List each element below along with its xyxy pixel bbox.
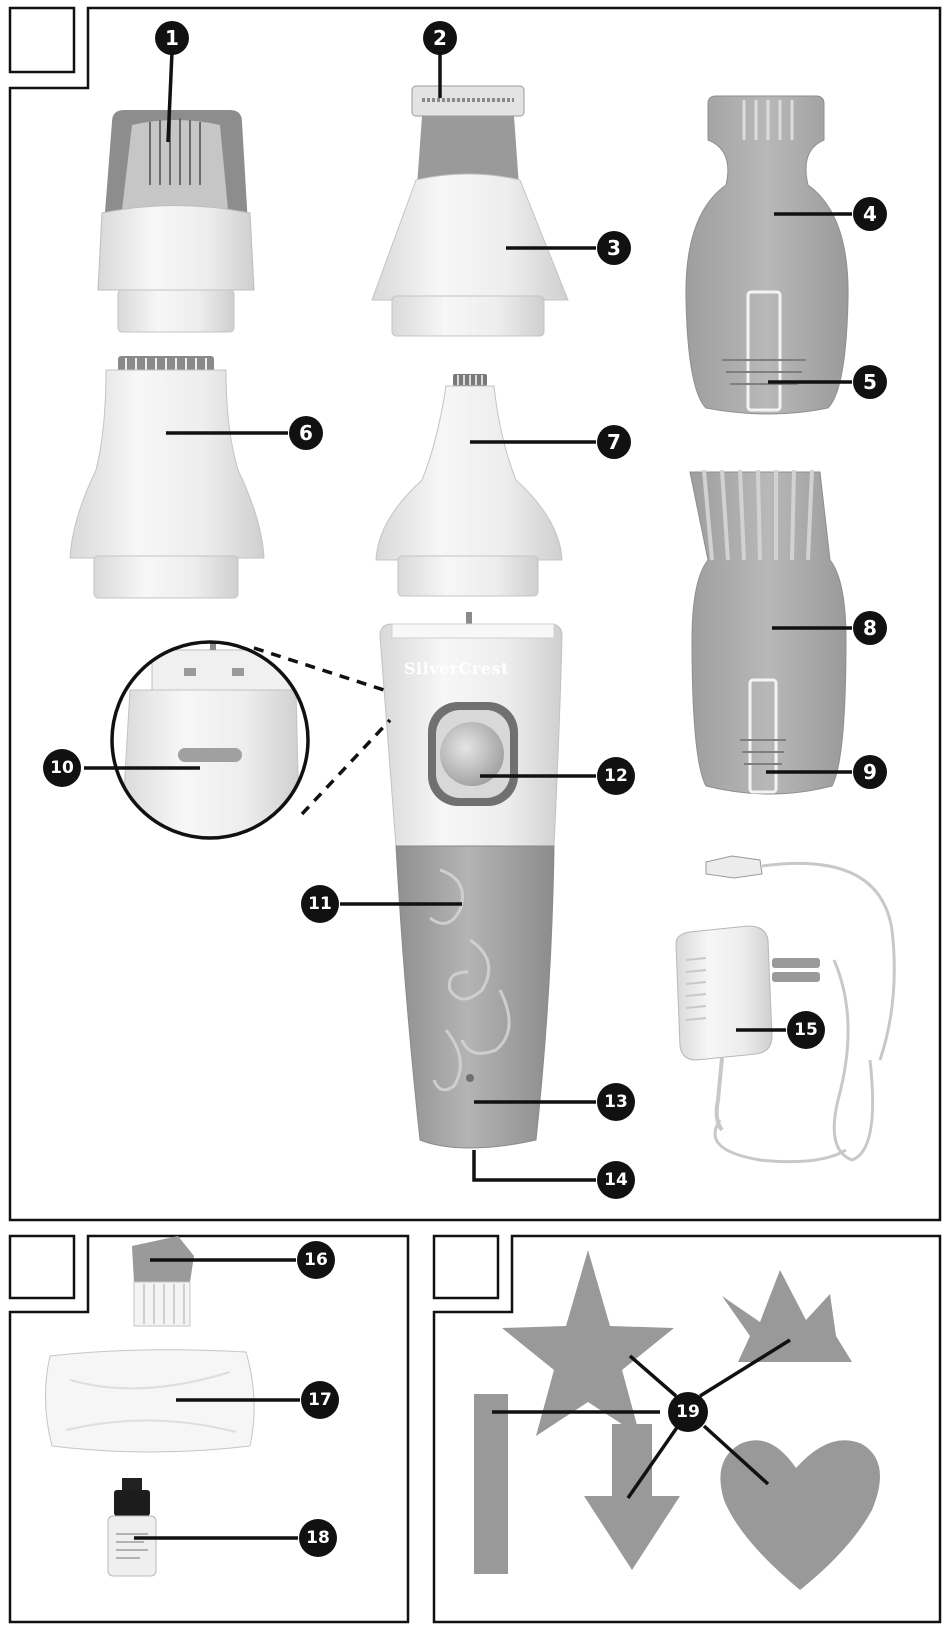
- callout-15: 15: [787, 1011, 825, 1049]
- main-panel-tab: [10, 8, 74, 72]
- callout-label: 15: [794, 1020, 818, 1040]
- callout-label: 1: [165, 26, 179, 50]
- callout-label: 7: [607, 430, 621, 454]
- crown-stencil: [722, 1270, 852, 1362]
- lock-slider: [178, 748, 242, 762]
- zoom-detail: [112, 622, 390, 860]
- callout-9: 9: [853, 755, 887, 789]
- callout-5: 5: [853, 365, 887, 399]
- callout-3: 3: [597, 231, 631, 265]
- callout-10: 10: [43, 749, 81, 787]
- callout-label: 13: [604, 1092, 628, 1112]
- callout-8: 8: [853, 611, 887, 645]
- callout-label: 11: [308, 894, 332, 914]
- callout-label: 10: [50, 758, 74, 778]
- precision-trimmer-head: [376, 374, 562, 596]
- brand-logo: SilverCrest: [404, 659, 509, 678]
- callout-label: 9: [863, 760, 877, 784]
- epilator-head: [98, 110, 254, 332]
- callout-label: 14: [604, 1170, 628, 1190]
- callout-label: 16: [304, 1250, 328, 1270]
- callout-label: 12: [604, 766, 628, 786]
- callout-12: 12: [597, 757, 635, 795]
- accessories-panel-tab: [10, 1236, 74, 1298]
- cleaning-brush: [132, 1236, 194, 1326]
- callout-4: 4: [853, 197, 887, 231]
- bar-stencil: [474, 1394, 508, 1574]
- stencils-panel-tab: [434, 1236, 498, 1298]
- callout-label: 4: [863, 202, 877, 226]
- callout-label: 8: [863, 616, 877, 640]
- callout-label: 2: [433, 26, 447, 50]
- callout-16: 16: [297, 1241, 335, 1279]
- callout-label: 17: [308, 1390, 332, 1410]
- callout-18: 18: [299, 1519, 337, 1557]
- callout-6: 6: [289, 416, 323, 450]
- callout-label: 3: [607, 236, 621, 260]
- charge-indicator-light: [466, 1074, 474, 1082]
- callout-2: 2: [423, 21, 457, 55]
- callout-11: 11: [301, 885, 339, 923]
- trimmer-head-wide: [70, 356, 264, 598]
- shaver-head: [372, 86, 568, 336]
- callout-13: 13: [597, 1083, 635, 1121]
- small-comb-attachment: [686, 96, 848, 414]
- callout-label: 5: [863, 370, 877, 394]
- callout-19: 19: [668, 1392, 708, 1432]
- callout-label: 19: [676, 1402, 700, 1422]
- callout-7: 7: [597, 425, 631, 459]
- handle-unit: SilverCrest: [380, 612, 562, 1148]
- callout-label: 18: [306, 1528, 330, 1548]
- callout-1: 1: [155, 21, 189, 55]
- large-comb-attachment: [690, 470, 846, 794]
- callout-17: 17: [301, 1381, 339, 1419]
- callout-14: 14: [597, 1161, 635, 1199]
- charger-adapter: [676, 856, 894, 1162]
- callout-label: 6: [299, 421, 313, 445]
- star-stencil: [502, 1250, 674, 1436]
- oil-bottle: [108, 1478, 156, 1576]
